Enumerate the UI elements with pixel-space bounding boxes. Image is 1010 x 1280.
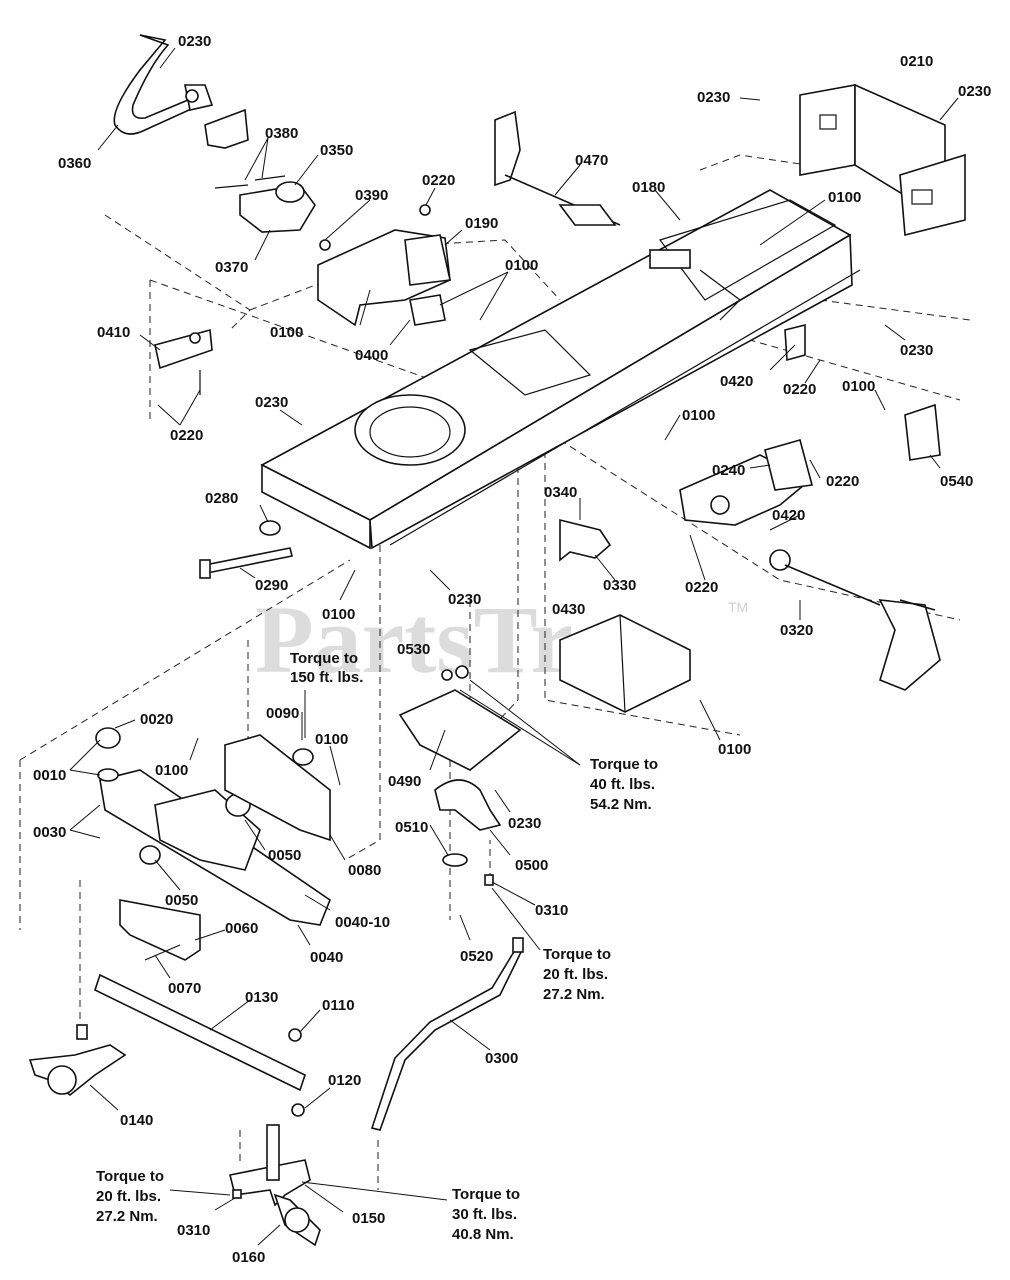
label-0210: 0210 <box>900 53 933 70</box>
rear-bracket <box>799 83 966 237</box>
bolt-and-washer <box>199 520 293 579</box>
bracket-0080 <box>224 734 331 842</box>
label-0100: 0100 <box>682 407 715 424</box>
label-0100: 0100 <box>505 257 538 274</box>
label-0060: 0060 <box>225 920 258 937</box>
label-0510: 0510 <box>395 819 428 836</box>
label-0350: 0350 <box>320 142 353 159</box>
brake-pedal-assembly <box>113 34 249 149</box>
watermark-tm: TM <box>728 599 748 615</box>
label-0490: 0490 <box>388 773 421 790</box>
label-0470: 0470 <box>575 152 608 169</box>
label-0090: 0090 <box>266 705 299 722</box>
label-0100: 0100 <box>322 606 355 623</box>
torque-note-150: Torque to 150 ft. lbs. <box>290 650 363 686</box>
torque-note-30: Torque to 30 ft. lbs. 40.8 Nm. <box>452 1186 524 1243</box>
right-brackets <box>679 323 941 526</box>
label-0500: 0500 <box>515 857 548 874</box>
leader-lines <box>69 47 959 1246</box>
part-labels: 0230 0360 0380 0350 0370 0390 0220 0190 … <box>33 33 991 1266</box>
label-0390: 0390 <box>355 187 388 204</box>
label-0180: 0180 <box>632 179 665 196</box>
label-0280: 0280 <box>205 490 238 507</box>
label-0050: 0050 <box>165 892 198 909</box>
label-0100: 0100 <box>155 762 188 779</box>
label-0160: 0160 <box>232 1249 265 1266</box>
label-0080: 0080 <box>348 862 381 879</box>
label-0030: 0030 <box>33 824 66 841</box>
label-0330: 0330 <box>603 577 636 594</box>
label-0300: 0300 <box>485 1050 518 1067</box>
label-0320: 0320 <box>780 622 813 639</box>
label-0190: 0190 <box>465 215 498 232</box>
label-0230: 0230 <box>697 89 730 106</box>
label-0100: 0100 <box>315 731 348 748</box>
linkage-rod <box>494 110 621 226</box>
bracket-0410 <box>154 328 213 395</box>
arm-0330 <box>559 518 612 562</box>
label-0240: 0240 <box>712 462 745 479</box>
label-0150: 0150 <box>352 1210 385 1227</box>
label-0380: 0380 <box>265 125 298 142</box>
label-0120: 0120 <box>328 1072 361 1089</box>
label-0220: 0220 <box>170 427 203 444</box>
label-0310: 0310 <box>177 1222 210 1239</box>
label-0520: 0520 <box>460 948 493 965</box>
label-0230: 0230 <box>958 83 991 100</box>
plate-0430 <box>559 614 691 713</box>
label-0230: 0230 <box>900 342 933 359</box>
label-0020: 0020 <box>140 711 173 728</box>
label-0100: 0100 <box>828 189 861 206</box>
label-0410: 0410 <box>97 324 130 341</box>
label-0420: 0420 <box>772 507 805 524</box>
label-0050: 0050 <box>268 847 301 864</box>
label-0290: 0290 <box>255 577 288 594</box>
label-0140: 0140 <box>120 1112 153 1129</box>
label-0040-10: 0040-10 <box>335 914 390 931</box>
label-0420: 0420 <box>720 373 753 390</box>
spindle-0160 <box>229 1103 321 1247</box>
label-0230: 0230 <box>178 33 211 50</box>
label-0530: 0530 <box>397 641 430 658</box>
torque-note-20-right: Torque to 20 ft. lbs. 27.2 Nm. <box>543 946 615 1003</box>
label-0110: 0110 <box>322 997 355 1014</box>
main-frame <box>260 189 861 550</box>
label-0010: 0010 <box>33 767 66 784</box>
label-0100: 0100 <box>842 378 875 395</box>
label-0040: 0040 <box>310 949 343 966</box>
label-0230: 0230 <box>255 394 288 411</box>
torque-notes: Torque to 150 ft. lbs. Torque to 40 ft. … <box>96 650 662 1243</box>
label-0220: 0220 <box>826 473 859 490</box>
label-0100: 0100 <box>718 741 751 758</box>
label-0370: 0370 <box>215 259 248 276</box>
label-0230: 0230 <box>508 815 541 832</box>
pedal-bracket <box>214 175 316 233</box>
label-0540: 0540 <box>940 473 973 490</box>
label-0070: 0070 <box>168 980 201 997</box>
torque-note-20-left: Torque to 20 ft. lbs. 27.2 Nm. <box>96 1168 168 1225</box>
label-0220: 0220 <box>783 381 816 398</box>
label-0100: 0100 <box>270 324 303 341</box>
steering-sector-0500 <box>434 779 502 886</box>
label-0360: 0360 <box>58 155 91 172</box>
label-0220: 0220 <box>685 579 718 596</box>
front-axle-0040 <box>95 727 331 926</box>
drag-link-0300 <box>370 937 524 1131</box>
label-0130: 0130 <box>245 989 278 1006</box>
steering-plate-0490 <box>398 665 522 771</box>
label-0220: 0220 <box>422 172 455 189</box>
label-0400: 0400 <box>355 347 388 364</box>
torque-note-40: Torque to 40 ft. lbs. 54.2 Nm. <box>590 756 662 813</box>
label-0430: 0430 <box>552 601 585 618</box>
label-0340: 0340 <box>544 484 577 501</box>
label-0310: 0310 <box>535 902 568 919</box>
label-0230: 0230 <box>448 591 481 608</box>
center-bracket <box>317 204 451 327</box>
lift-lever-0320 <box>769 549 941 691</box>
lower-left-parts <box>28 899 306 1097</box>
